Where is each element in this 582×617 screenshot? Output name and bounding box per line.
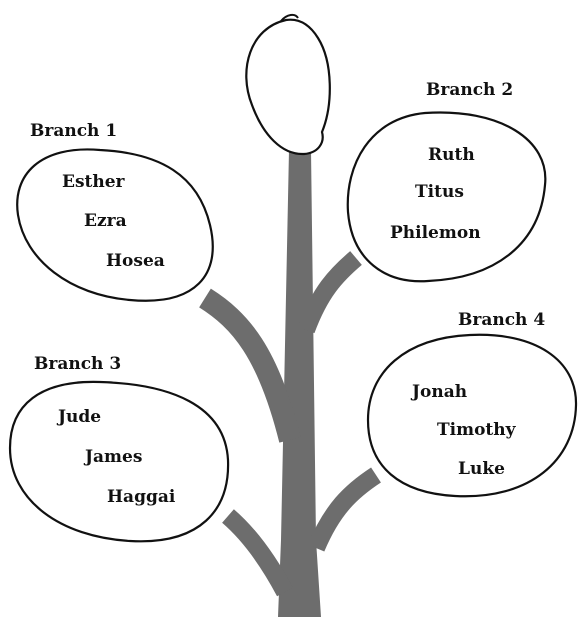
branch-4-title: Branch 4 xyxy=(458,310,545,330)
branch-2-book-1: Ruth xyxy=(428,145,475,165)
branch-2-book-3: Philemon xyxy=(390,223,481,243)
branch-3-book-1: Jude xyxy=(56,407,101,427)
branch-4-book-1: Jonah xyxy=(410,382,467,402)
branch-4-leaf xyxy=(366,333,578,498)
top-bud-leaf xyxy=(245,18,331,156)
limb-branch-1 xyxy=(199,288,301,443)
branch-1-book-2: Ezra xyxy=(84,211,127,231)
limb-branch-2 xyxy=(297,251,362,334)
branch-1-leaf xyxy=(16,148,214,302)
tree-trunk xyxy=(278,150,321,617)
branch-2-title: Branch 2 xyxy=(426,80,513,100)
branch-1-book-3: Hosea xyxy=(106,251,165,271)
branch-3-book-3: Haggai xyxy=(107,487,176,507)
branch-3-book-2: James xyxy=(83,447,142,467)
branch-1: Branch 1 Esther Ezra Hosea xyxy=(16,121,214,302)
branch-3-title: Branch 3 xyxy=(34,354,121,374)
tree-trunk-group xyxy=(199,150,381,617)
branch-4-book-2: Timothy xyxy=(437,420,517,440)
branch-2-book-2: Titus xyxy=(415,182,464,202)
branch-3: Branch 3 Jude James Haggai xyxy=(8,354,230,543)
branch-2: Branch 2 Ruth Titus Philemon xyxy=(346,80,547,283)
limb-branch-4 xyxy=(307,467,381,552)
branch-3-leaf xyxy=(8,380,230,543)
branch-1-title: Branch 1 xyxy=(30,121,117,141)
branch-4: Branch 4 Jonah Timothy Luke xyxy=(366,310,578,498)
branch-2-leaf xyxy=(346,111,547,283)
branch-1-book-1: Esther xyxy=(62,172,126,192)
limb-branch-3 xyxy=(222,509,293,597)
top-bud-tip xyxy=(280,13,299,22)
branch-4-book-3: Luke xyxy=(458,459,505,479)
